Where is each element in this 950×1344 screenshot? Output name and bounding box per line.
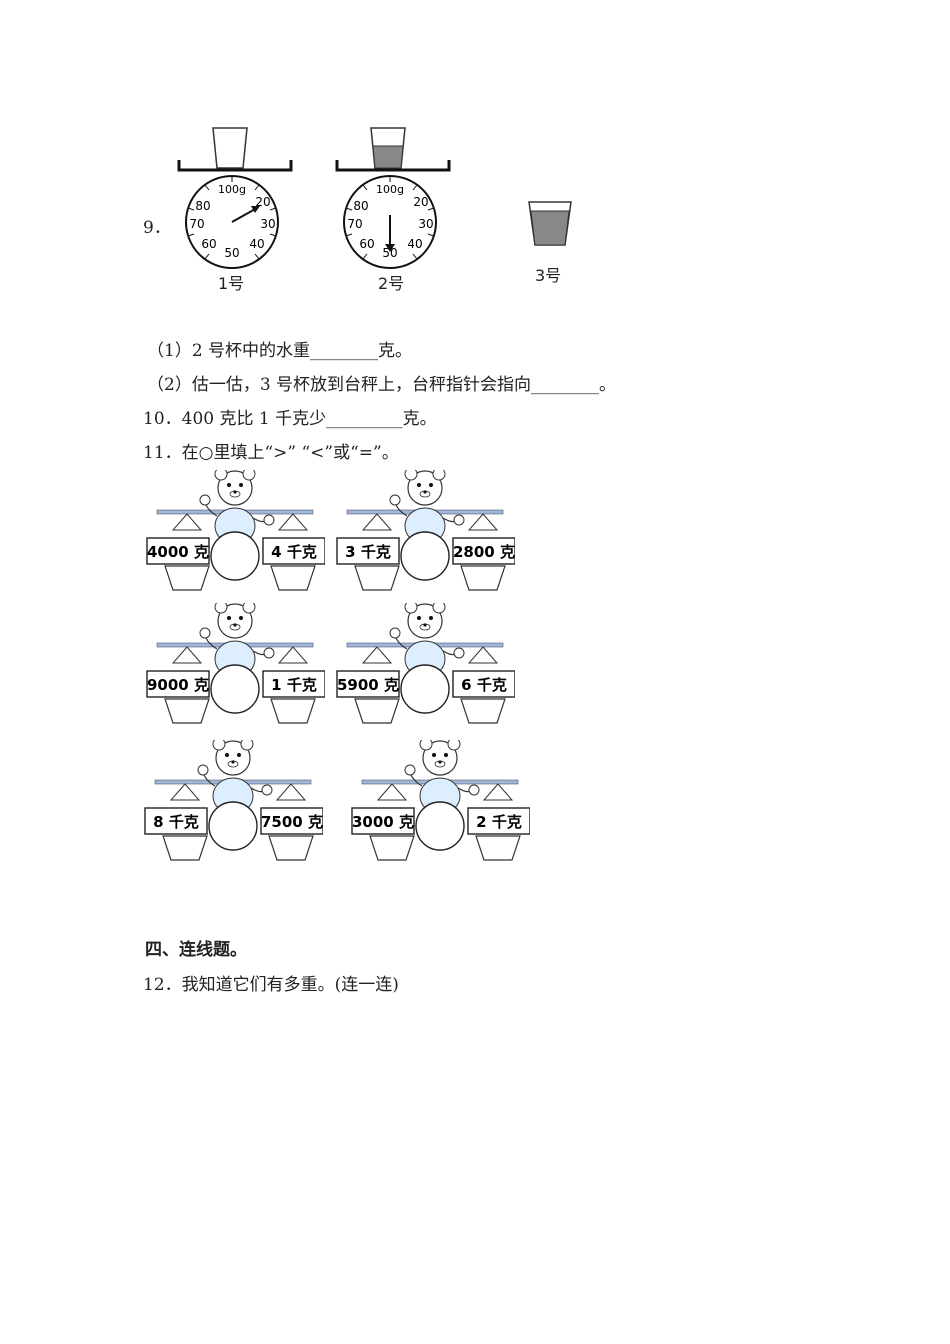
scale-1: 100g 20 30 40 50 60 70 80 [177, 127, 293, 269]
tick-100g: 100g [376, 183, 404, 196]
compare-answer-circle[interactable] [415, 801, 465, 851]
compare-answer-circle[interactable] [210, 664, 260, 714]
scale-2: 100g 20 30 40 50 60 70 80 [335, 127, 451, 269]
q9-sub1: （1）2 号杯中的水重________克。 [147, 341, 413, 361]
tick-60: 60 [359, 237, 374, 251]
compare-scene-1: 4000 克 4 千克 [145, 467, 326, 610]
cup-label-3: 3号 [535, 266, 562, 285]
left-weight-label: 5900 克 [337, 676, 399, 694]
q9-sub2: （2）估一估，3 号杯放到台秤上，台秤指针会指向________。 [147, 375, 617, 395]
tick-70: 70 [189, 217, 204, 231]
compare-scene-4: 5900 克 6 千克 [335, 600, 516, 743]
right-weight-label: 1 千克 [271, 676, 317, 694]
section-4-heading: 四、连线题。 [145, 940, 247, 960]
tick-80: 80 [353, 199, 368, 213]
right-weight-label: 2 千克 [476, 813, 522, 831]
tick-30: 30 [418, 217, 433, 231]
left-weight-label: 3 千克 [345, 543, 391, 561]
q9-number: 9． [143, 218, 171, 238]
left-weight-label: 9000 克 [147, 676, 209, 694]
compare-scene-3: 9000 克 1 千克 [145, 600, 326, 743]
right-weight-label: 6 千克 [461, 676, 507, 694]
q12-text: 12．我知道它们有多重。(连一连) [143, 975, 399, 995]
tick-70: 70 [347, 217, 362, 231]
tick-20: 20 [255, 195, 270, 209]
compare-answer-circle[interactable] [400, 531, 450, 581]
cup-3 [528, 201, 572, 246]
left-weight-label: 3000 克 [352, 813, 414, 831]
tick-60: 60 [201, 237, 216, 251]
tick-80: 80 [195, 199, 210, 213]
cup-label-1: 1号 [218, 274, 245, 293]
compare-answer-circle[interactable] [208, 801, 258, 851]
compare-scene-6: 3000 克 2 千克 [350, 737, 531, 880]
tick-20: 20 [413, 195, 428, 209]
tick-50: 50 [224, 246, 239, 260]
tick-50: 50 [382, 246, 397, 260]
tick-100g: 100g [218, 183, 246, 196]
left-weight-label: 8 千克 [153, 813, 199, 831]
cup-label-2: 2号 [378, 274, 405, 293]
right-weight-label: 7500 克 [261, 813, 323, 831]
compare-answer-circle[interactable] [210, 531, 260, 581]
compare-scene-2: 3 千克 2800 克 [335, 467, 516, 610]
right-weight-label: 2800 克 [453, 543, 515, 561]
tick-40: 40 [407, 237, 422, 251]
tick-40: 40 [249, 237, 264, 251]
compare-answer-circle[interactable] [400, 664, 450, 714]
left-weight-label: 4000 克 [147, 543, 209, 561]
tick-30: 30 [260, 217, 275, 231]
q11-text: 11．在○里填上“>” “<”或“=”。 [143, 443, 399, 463]
compare-scene-5: 8 千克 7500 克 [143, 737, 324, 880]
right-weight-label: 4 千克 [271, 543, 317, 561]
q10-text: 10．400 克比 1 千克少_________克。 [143, 409, 437, 429]
